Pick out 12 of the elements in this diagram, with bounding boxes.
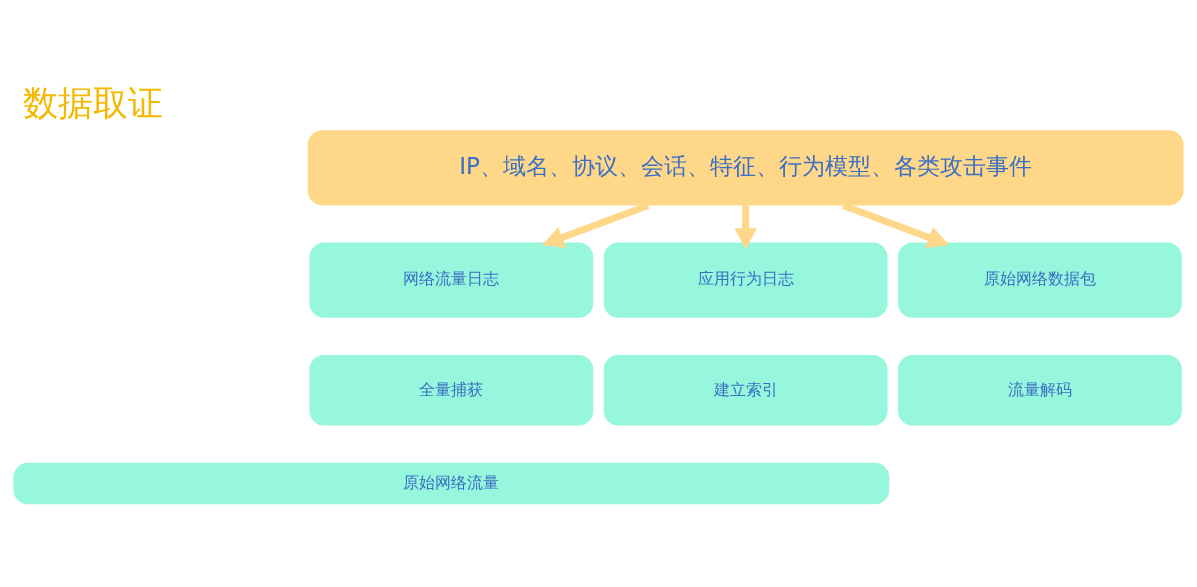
node-box: 应用行为日志	[603, 242, 888, 318]
node-box: 网络流量日志	[309, 242, 594, 318]
diagram-title: 数据取证	[22, 83, 163, 124]
node-box: 流量解码	[898, 354, 1182, 426]
arrow	[842, 202, 950, 249]
node-box: 建立索引	[603, 354, 888, 426]
node-box: 全量捕获	[309, 354, 594, 426]
node-box: 原始网络数据包	[898, 242, 1182, 318]
node-box: IP、域名、协议、会话、特征、行为模型、各类攻击事件	[307, 130, 1184, 206]
arrow	[734, 205, 757, 250]
arrow	[542, 202, 650, 249]
node-box: 原始网络流量	[13, 462, 890, 505]
